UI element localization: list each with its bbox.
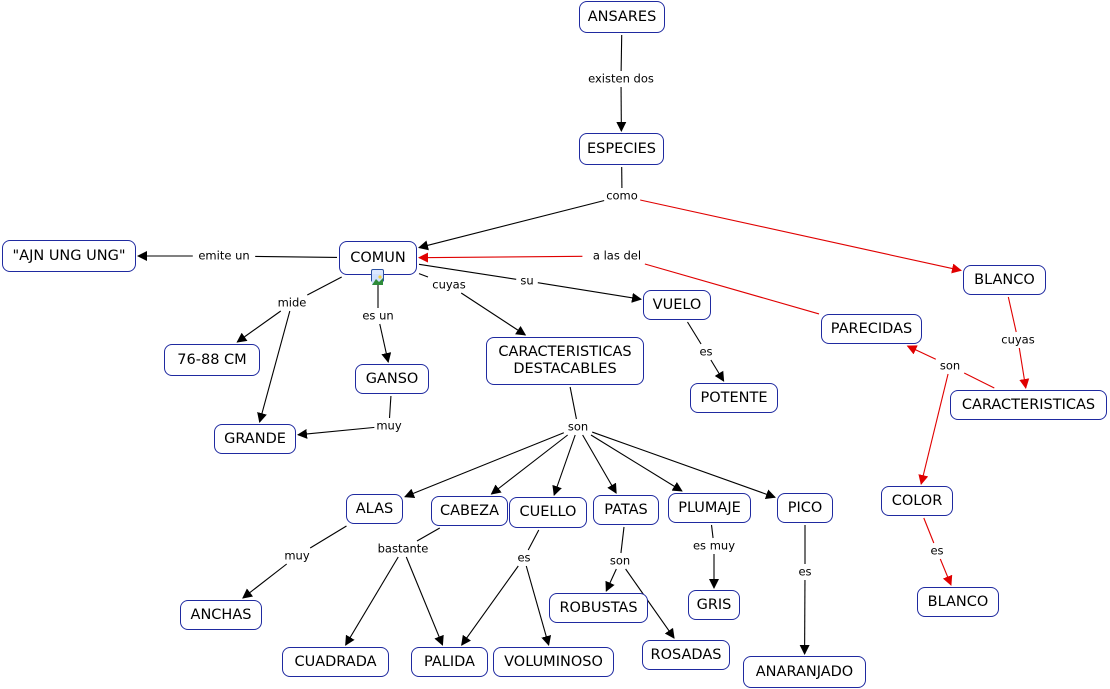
concept-node-voluminoso[interactable]: VOLUMINOSO (493, 647, 614, 677)
concept-node-plumaje[interactable]: PLUMAJE (668, 493, 751, 523)
link-arrow-son_red-to-parecidas (906, 345, 937, 360)
concept-node-anaranjado[interactable]: ANARANJADO (743, 656, 866, 688)
link-label-emite[interactable]: emite un (196, 248, 252, 263)
link-arrow-mide-to-cm (236, 310, 282, 343)
link-label-esun[interactable]: es un (360, 308, 396, 323)
link-arrow-son_dest-to-alas (404, 432, 565, 498)
link-label-es_pico[interactable]: es (796, 564, 814, 579)
concept-node-cuello[interactable]: CUELLO (509, 497, 587, 528)
link-arrow-bastante-to-palida (405, 556, 444, 646)
concept-node-cm[interactable]: 76-88 CM (164, 344, 260, 376)
link-label-su[interactable]: su (518, 273, 536, 288)
link-arrow-son_dest-to-cuello (552, 434, 576, 496)
link-label-como[interactable]: como (604, 188, 640, 203)
concept-node-caracteristicas[interactable]: CARACTERISTICAS (950, 390, 1107, 420)
link-arrow-muy2-to-anchas (242, 563, 288, 599)
link-arrow-su-to-vuelo (537, 282, 642, 303)
link-line-mide-from-comun (307, 276, 342, 296)
link-arrow-mide-to-grande (257, 310, 291, 423)
link-label-son_red[interactable]: son (937, 358, 963, 373)
link-line-muy1-from-ganso (388, 395, 392, 419)
link-label-existen[interactable]: existen dos (586, 71, 656, 86)
concept-node-vuelo[interactable]: VUELO (643, 290, 711, 320)
concept-node-color[interactable]: COLOR (881, 486, 953, 516)
link-label-alasdel[interactable]: a las del (590, 248, 644, 263)
link-arrow-son_dest-to-plumaje (590, 434, 683, 492)
concept-node-comun[interactable]: COMUN (339, 241, 417, 275)
link-line-alasdel-from-parecidas (644, 263, 820, 315)
concept-node-potente[interactable]: POTENTE (690, 383, 778, 413)
link-label-cuyas2[interactable]: cuyas (999, 332, 1037, 347)
link-line-esmuy-from-plumaje (710, 524, 714, 539)
link-arrow-es_cuello-to-voluminoso (525, 565, 552, 646)
link-arrow-esun-to-ganso (379, 323, 392, 363)
link-arrow-son_patas-to-robustas (605, 568, 617, 592)
link-arrow-bastante-to-cuadrada (345, 556, 399, 646)
concept-node-grande[interactable]: GRANDE (214, 424, 296, 454)
concept-node-blanco1[interactable]: BLANCO (963, 265, 1046, 295)
link-label-bastante[interactable]: bastante (375, 541, 431, 556)
link-arrow-alasdel-to-comun (418, 252, 583, 263)
link-label-son_dest[interactable]: son (565, 419, 591, 434)
link-line-muy2-from-alas (309, 525, 347, 549)
link-line-es_color-from-color (923, 517, 935, 544)
link-label-es_cuello[interactable]: es (515, 550, 533, 565)
concept-node-cabeza[interactable]: CABEZA (431, 496, 508, 526)
link-arrow-es_cuello-to-palida (461, 565, 519, 646)
concept-node-ansares[interactable]: ANSARES (579, 1, 665, 33)
link-line-es_cuello-from-cuello (527, 529, 540, 551)
link-arrow-son_dest-to-pico (592, 431, 776, 499)
link-arrow-son_red-to-color (918, 373, 949, 485)
link-line-bastante-from-cabeza (416, 527, 441, 542)
link-arrow-son_dest-to-patas (582, 434, 617, 494)
link-label-esmuy[interactable]: es muy (690, 538, 738, 553)
concept-node-alas[interactable]: ALAS (346, 494, 403, 524)
image-attachment-icon[interactable] (371, 269, 384, 285)
link-arrow-cuyas1-to-caract_dest (460, 292, 527, 336)
link-line-son_red-from-caracteristicas (963, 372, 995, 389)
link-label-es_vuelo[interactable]: es (697, 344, 715, 359)
link-arrow-como-to-blanco1 (639, 199, 962, 274)
link-label-mide[interactable]: mide (275, 295, 309, 310)
link-arrow-cuyas2-to-caracteristicas (1018, 347, 1030, 389)
link-label-cuyas1[interactable]: cuyas (430, 277, 468, 292)
link-arrow-muy1-to-grande (297, 426, 375, 439)
concept-node-robustas[interactable]: ROBUSTAS (549, 593, 648, 623)
concept-node-especies[interactable]: ESPECIES (579, 133, 664, 165)
concept-node-cuadrada[interactable]: CUADRADA (282, 647, 389, 677)
link-label-es_color[interactable]: es (928, 543, 946, 558)
link-label-muy1[interactable]: muy (374, 418, 404, 433)
link-label-son_patas[interactable]: son (607, 553, 633, 568)
link-label-muy2[interactable]: muy (282, 548, 312, 563)
link-arrow-son_patas-to-rosadas (625, 568, 675, 639)
link-arrow-es_color-to-blanco2 (939, 558, 953, 586)
concept-node-ganso[interactable]: GANSO (355, 364, 429, 394)
link-line-existen-from-ansares (620, 34, 623, 72)
concept-node-gris[interactable]: GRIS (688, 590, 740, 620)
concept-node-anchas[interactable]: ANCHAS (180, 600, 262, 630)
link-arrow-como-to-comun (418, 199, 605, 251)
concept-node-ajn[interactable]: "AJN UNG UNG" (2, 240, 136, 272)
link-line-emite-from-comun (255, 255, 338, 259)
concept-node-palida[interactable]: PALIDA (411, 647, 488, 677)
concept-node-caract_dest[interactable]: CARACTERISTICAS DESTACABLES (486, 337, 644, 385)
link-arrow-es_vuelo-to-potente (710, 359, 725, 382)
link-line-cuyas1-from-comun (418, 273, 429, 278)
concept-node-rosadas[interactable]: ROSADAS (642, 640, 730, 670)
link-line-cuyas2-from-blanco1 (1007, 296, 1017, 333)
link-line-es_vuelo-from-vuelo (687, 321, 702, 345)
link-arrow-son_dest-to-cabeza (490, 434, 569, 495)
concept-node-pico[interactable]: PICO (777, 493, 833, 523)
link-line-son_dest-from-caract_dest (569, 386, 577, 420)
concept-node-parecidas[interactable]: PARECIDAS (821, 314, 922, 344)
link-line-su-from-comun (418, 263, 517, 280)
link-line-son_patas-from-patas (620, 526, 625, 554)
concept-node-patas[interactable]: PATAS (593, 495, 659, 525)
concept-node-blanco2[interactable]: BLANCO (917, 587, 999, 617)
